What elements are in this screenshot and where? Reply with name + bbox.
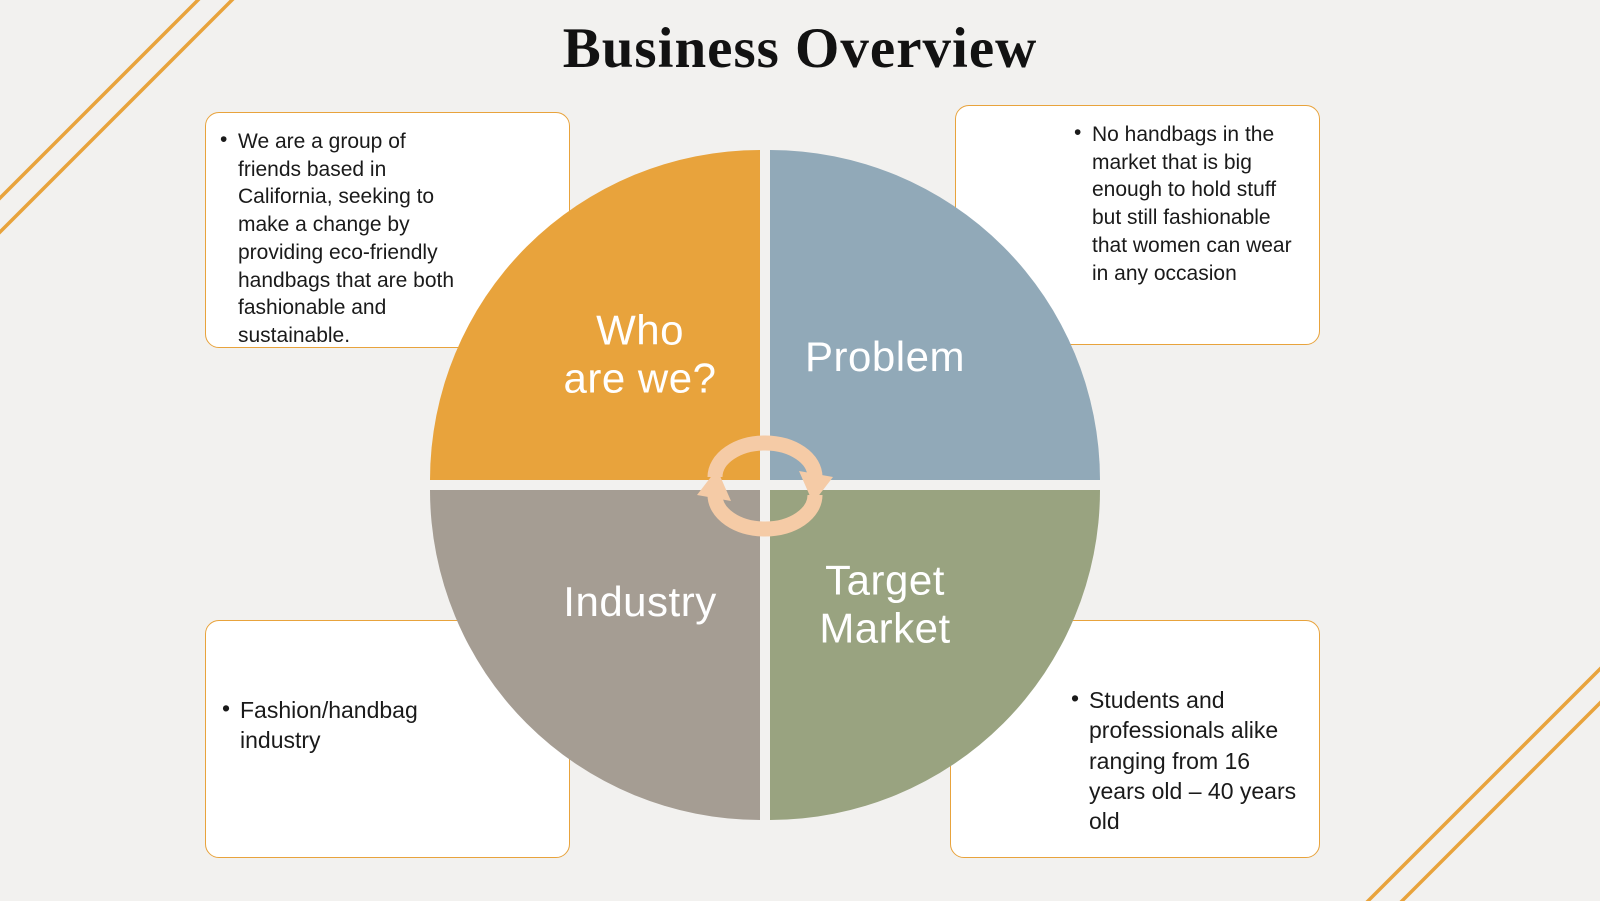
slide-title: Business Overview <box>562 17 1038 80</box>
bullet-item: • No handbags in the market that is big … <box>1074 121 1309 287</box>
quadrant-diagram: Who are we? Problem Industry Target Mark… <box>430 150 1100 820</box>
cycle-arrowhead-top <box>799 471 833 503</box>
callout-text-problem: No handbags in the market that is big en… <box>1092 123 1292 285</box>
bullet-item: • Fashion/handbag industry <box>222 695 559 756</box>
callout-text-target-market: Students and professionals alike ranging… <box>1089 687 1297 835</box>
accent-line <box>1365 666 1600 901</box>
quadrant-label-who-are-we: Who are we? <box>563 306 717 402</box>
bullet-marker: • <box>1071 685 1080 711</box>
quadrant-label-target-market: Target Market <box>819 556 951 652</box>
callout-who-are-we: • We are a group of friends based in Cal… <box>205 112 570 348</box>
bullet-marker: • <box>220 128 228 151</box>
callout-text-industry: Fashion/handbag industry <box>240 697 418 754</box>
cycle-arrow-bottom <box>707 494 823 537</box>
quadrant-label-problem: Problem <box>805 332 965 380</box>
cycle-arrow-top <box>707 435 823 478</box>
callout-text-who-are-we: We are a group of friends based in Calif… <box>238 130 455 348</box>
accent-line <box>1399 700 1600 901</box>
corner-accent-lines-bottom-right <box>1365 666 1600 901</box>
bullet-marker: • <box>222 695 231 721</box>
bullet-item: • Students and professionals alike rangi… <box>1071 685 1309 837</box>
quadrant-label-industry: Industry <box>563 577 717 625</box>
cycle-arrowhead-bottom <box>697 469 731 501</box>
callout-problem: • No handbags in the market that is big … <box>955 105 1320 345</box>
bullet-item: • We are a group of friends based in Cal… <box>220 128 559 350</box>
bullet-marker: • <box>1074 121 1082 144</box>
cycle-arrows-icon <box>697 435 833 537</box>
